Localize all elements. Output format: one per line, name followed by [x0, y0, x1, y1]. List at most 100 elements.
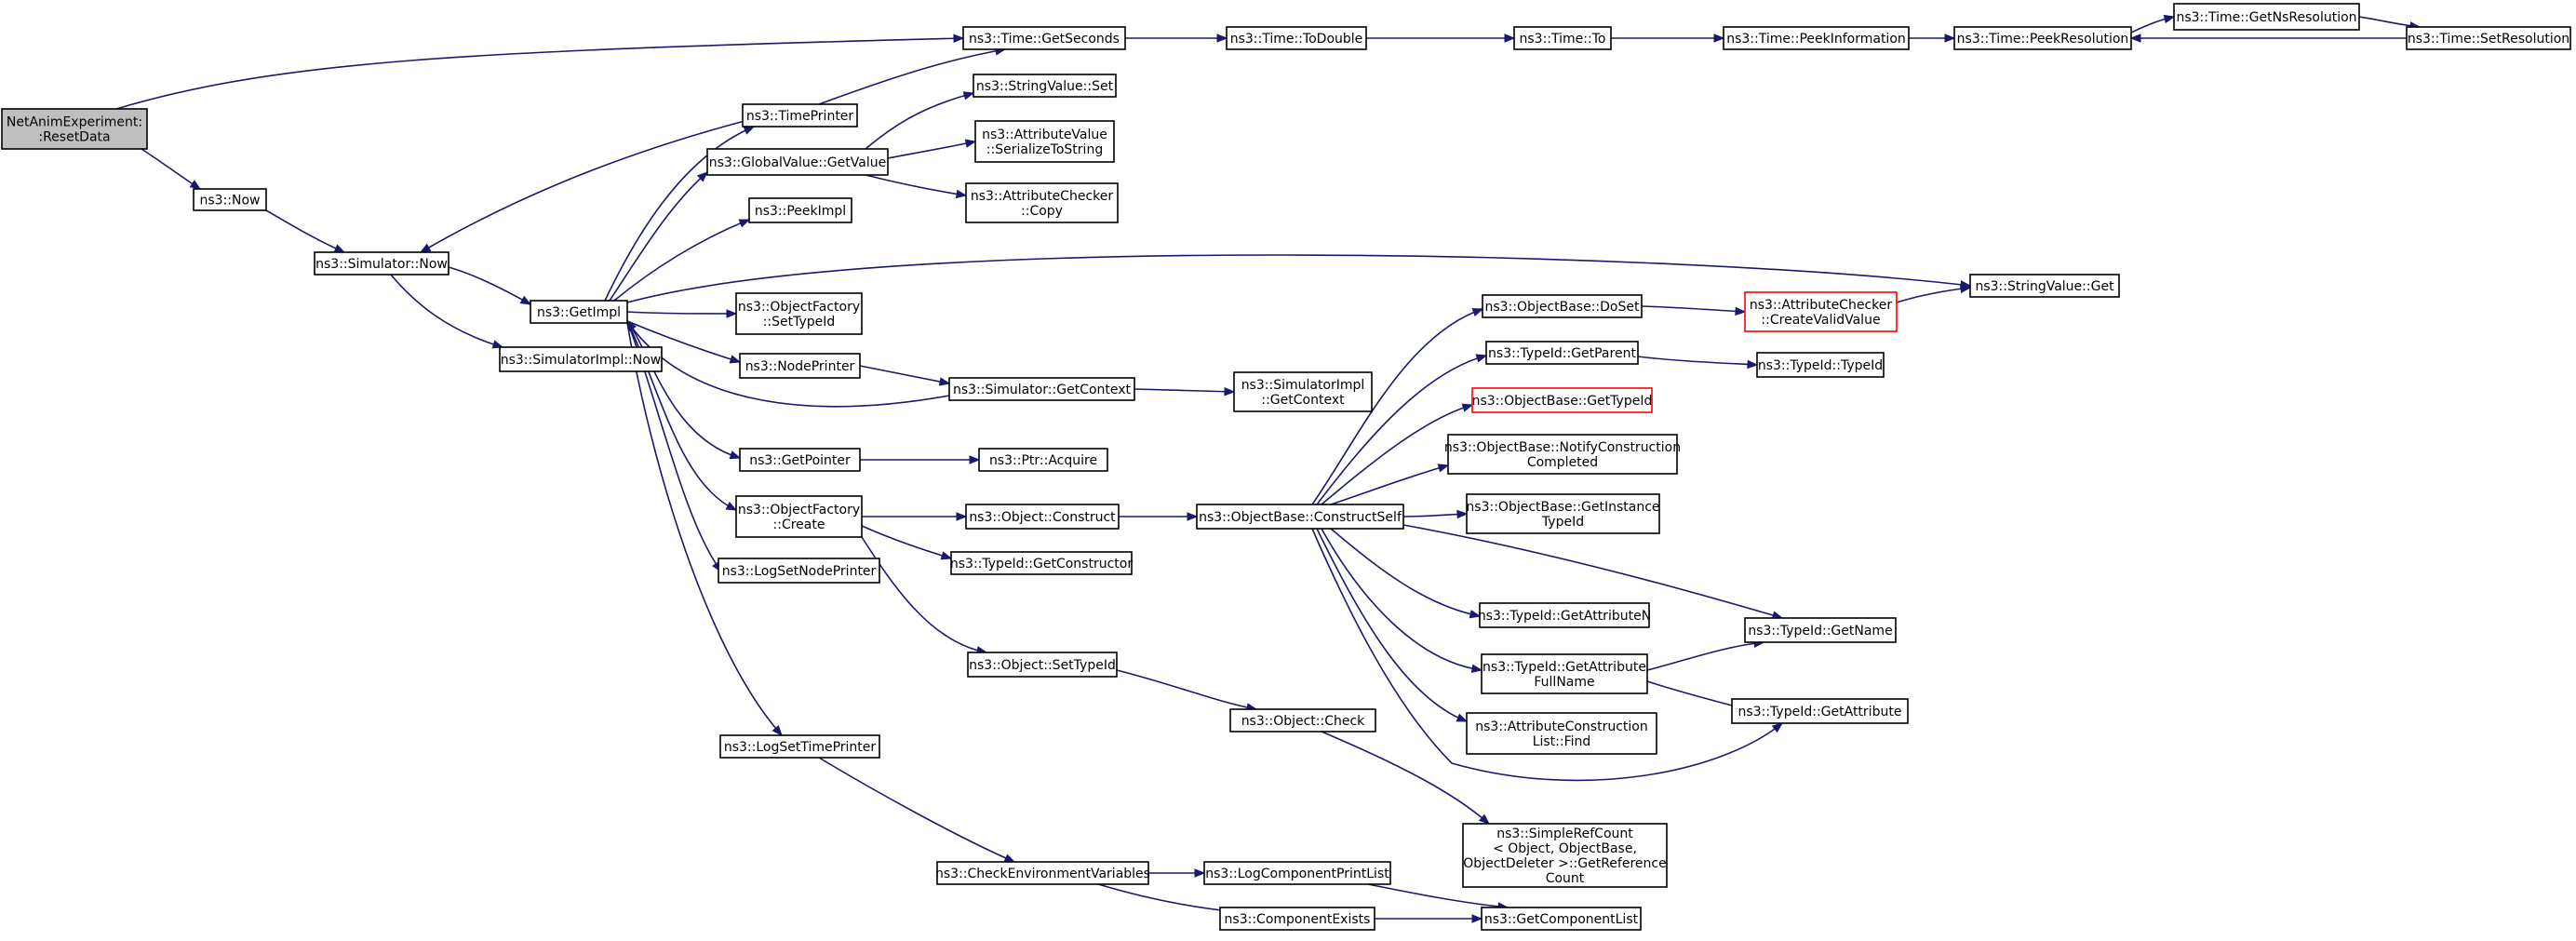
- node-box[interactable]: [1731, 698, 1909, 724]
- node-box[interactable]: [1744, 617, 1897, 643]
- node-box[interactable]: [739, 353, 861, 379]
- function-node[interactable]: ns3::TypeId::GetName: [1744, 617, 1897, 643]
- node-box[interactable]: [735, 292, 863, 335]
- function-node[interactable]: ns3::Object::Check: [1229, 708, 1376, 733]
- node-box[interactable]: [314, 251, 449, 276]
- node-box[interactable]: [1219, 907, 1375, 931]
- function-node[interactable]: ns3::Object::SetTypeId: [967, 652, 1118, 678]
- function-node[interactable]: ns3::StringValue::Set: [973, 74, 1117, 98]
- function-node[interactable]: ns3::AttributeChecker::Copy: [965, 182, 1119, 223]
- function-node[interactable]: ns3::Time::PeekResolution: [1953, 26, 2132, 50]
- node-box[interactable]: [973, 74, 1117, 98]
- function-node[interactable]: ns3::LogSetNodePrinter: [718, 558, 880, 584]
- function-node[interactable]: ns3::SimulatorImpl::GetContext: [1233, 371, 1373, 412]
- function-node[interactable]: ns3::Simulator::GetContext: [948, 377, 1135, 401]
- function-node[interactable]: ns3::TypeId::GetAttributeN: [1478, 602, 1651, 628]
- node-box[interactable]: [965, 504, 1120, 530]
- function-node[interactable]: NetAnimExperiment::ResetData: [1, 108, 148, 150]
- node-box[interactable]: [974, 120, 1115, 163]
- node-box[interactable]: [978, 448, 1108, 472]
- function-node[interactable]: ns3::LogSetTimePrinter: [719, 734, 880, 759]
- node-box[interactable]: [2406, 26, 2571, 50]
- function-node[interactable]: ns3::AttributeValue::SerializeToString: [974, 120, 1115, 163]
- node-box[interactable]: [1481, 653, 1648, 694]
- node-box[interactable]: [1756, 352, 1885, 378]
- node-box[interactable]: [1229, 708, 1376, 733]
- node-box[interactable]: [742, 103, 858, 128]
- node-box[interactable]: [1485, 341, 1639, 365]
- function-node[interactable]: ns3::NodePrinter: [739, 353, 861, 379]
- node-box[interactable]: [965, 182, 1119, 223]
- truncated-node-box[interactable]: [1744, 291, 1898, 332]
- function-node[interactable]: ns3::AttributeChecker::CreateValidValue: [1744, 291, 1898, 332]
- node-box[interactable]: [1969, 274, 2120, 298]
- node-box[interactable]: [1226, 26, 1367, 50]
- function-node[interactable]: ns3::SimpleRefCount< Object, ObjectBase,…: [1462, 823, 1668, 888]
- function-node[interactable]: ns3::LogComponentPrintList: [1203, 861, 1391, 885]
- node-box[interactable]: [967, 652, 1118, 678]
- function-node[interactable]: ns3::Time::SetResolution: [2406, 26, 2571, 50]
- function-node[interactable]: ns3::GetPointer: [739, 448, 861, 472]
- function-node[interactable]: ns3::TypeId::TypeId: [1756, 352, 1885, 378]
- function-node[interactable]: ns3::PeekImpl: [748, 197, 852, 223]
- node-box[interactable]: [735, 495, 863, 538]
- node-box[interactable]: [748, 197, 852, 223]
- function-node[interactable]: ns3::Simulator::Now: [314, 251, 449, 276]
- node-box[interactable]: [1723, 26, 1910, 50]
- function-node[interactable]: ns3::ObjectBase::GetTypeId: [1471, 387, 1653, 413]
- function-node[interactable]: ns3::StringValue::Get: [1969, 274, 2120, 298]
- function-node[interactable]: ns3::TypeId::GetParent: [1485, 341, 1639, 365]
- function-node[interactable]: ns3::ObjectFactory::SetTypeId: [735, 292, 863, 335]
- function-node[interactable]: ns3::SimulatorImpl::Now: [499, 346, 663, 372]
- function-node[interactable]: ns3::ObjectBase::DoSet: [1482, 294, 1643, 318]
- node-box[interactable]: [1196, 504, 1404, 530]
- function-node[interactable]: ns3::Time::PeekInformation: [1723, 26, 1910, 50]
- node-box[interactable]: [1481, 907, 1642, 931]
- node-box[interactable]: [193, 188, 267, 211]
- node-box[interactable]: [1953, 26, 2132, 50]
- function-node[interactable]: ns3::Time::ToDouble: [1226, 26, 1367, 50]
- node-box[interactable]: [1466, 712, 1657, 755]
- function-node[interactable]: ns3::ObjectBase::NotifyConstructionCompl…: [1444, 434, 1681, 475]
- node-box[interactable]: [962, 26, 1126, 50]
- node-box[interactable]: [719, 734, 880, 759]
- function-node[interactable]: ns3::Ptr::Acquire: [978, 448, 1108, 472]
- function-node[interactable]: ns3::ObjectFactory::Create: [735, 495, 863, 538]
- node-box[interactable]: [1513, 26, 1612, 50]
- function-node[interactable]: ns3::ObjectBase::ConstructSelf: [1196, 504, 1404, 530]
- node-box[interactable]: [1462, 823, 1668, 888]
- function-node[interactable]: ns3::Now: [193, 188, 267, 211]
- node-box[interactable]: [739, 448, 861, 472]
- node-box[interactable]: [1482, 294, 1643, 318]
- function-node[interactable]: ns3::TypeId::GetAttribute: [1731, 698, 1909, 724]
- function-node[interactable]: ns3::Time::To: [1513, 26, 1612, 50]
- node-box[interactable]: [1447, 434, 1678, 475]
- node-box[interactable]: [1466, 493, 1660, 534]
- function-node[interactable]: ns3::TimePrinter: [742, 103, 858, 128]
- truncated-node-box[interactable]: [1471, 387, 1653, 413]
- node-box[interactable]: [1479, 602, 1650, 628]
- function-node[interactable]: ns3::Time::GetNsResolution: [2173, 3, 2360, 31]
- function-node[interactable]: ns3::GetComponentList: [1481, 907, 1642, 931]
- node-box[interactable]: [2173, 3, 2360, 31]
- node-box[interactable]: [950, 551, 1133, 575]
- node-box[interactable]: [530, 300, 628, 324]
- function-node[interactable]: ns3::GlobalValue::GetValue: [706, 148, 889, 176]
- function-node[interactable]: ns3::CheckEnvironmentVariables: [935, 861, 1150, 885]
- node-box[interactable]: [718, 558, 880, 584]
- function-node[interactable]: ns3::Object::Construct: [965, 504, 1120, 530]
- root-node-box[interactable]: [1, 108, 148, 150]
- function-node[interactable]: ns3::Time::GetSeconds: [962, 26, 1126, 50]
- node-box[interactable]: [936, 861, 1149, 885]
- node-box[interactable]: [706, 148, 889, 176]
- node-box[interactable]: [499, 346, 663, 372]
- function-node[interactable]: ns3::GetImpl: [530, 300, 628, 324]
- function-node[interactable]: ns3::TypeId::GetConstructor: [950, 551, 1133, 575]
- node-box[interactable]: [1233, 371, 1373, 412]
- node-box[interactable]: [1203, 861, 1391, 885]
- function-node[interactable]: ns3::ComponentExists: [1219, 907, 1375, 931]
- node-box[interactable]: [948, 377, 1135, 401]
